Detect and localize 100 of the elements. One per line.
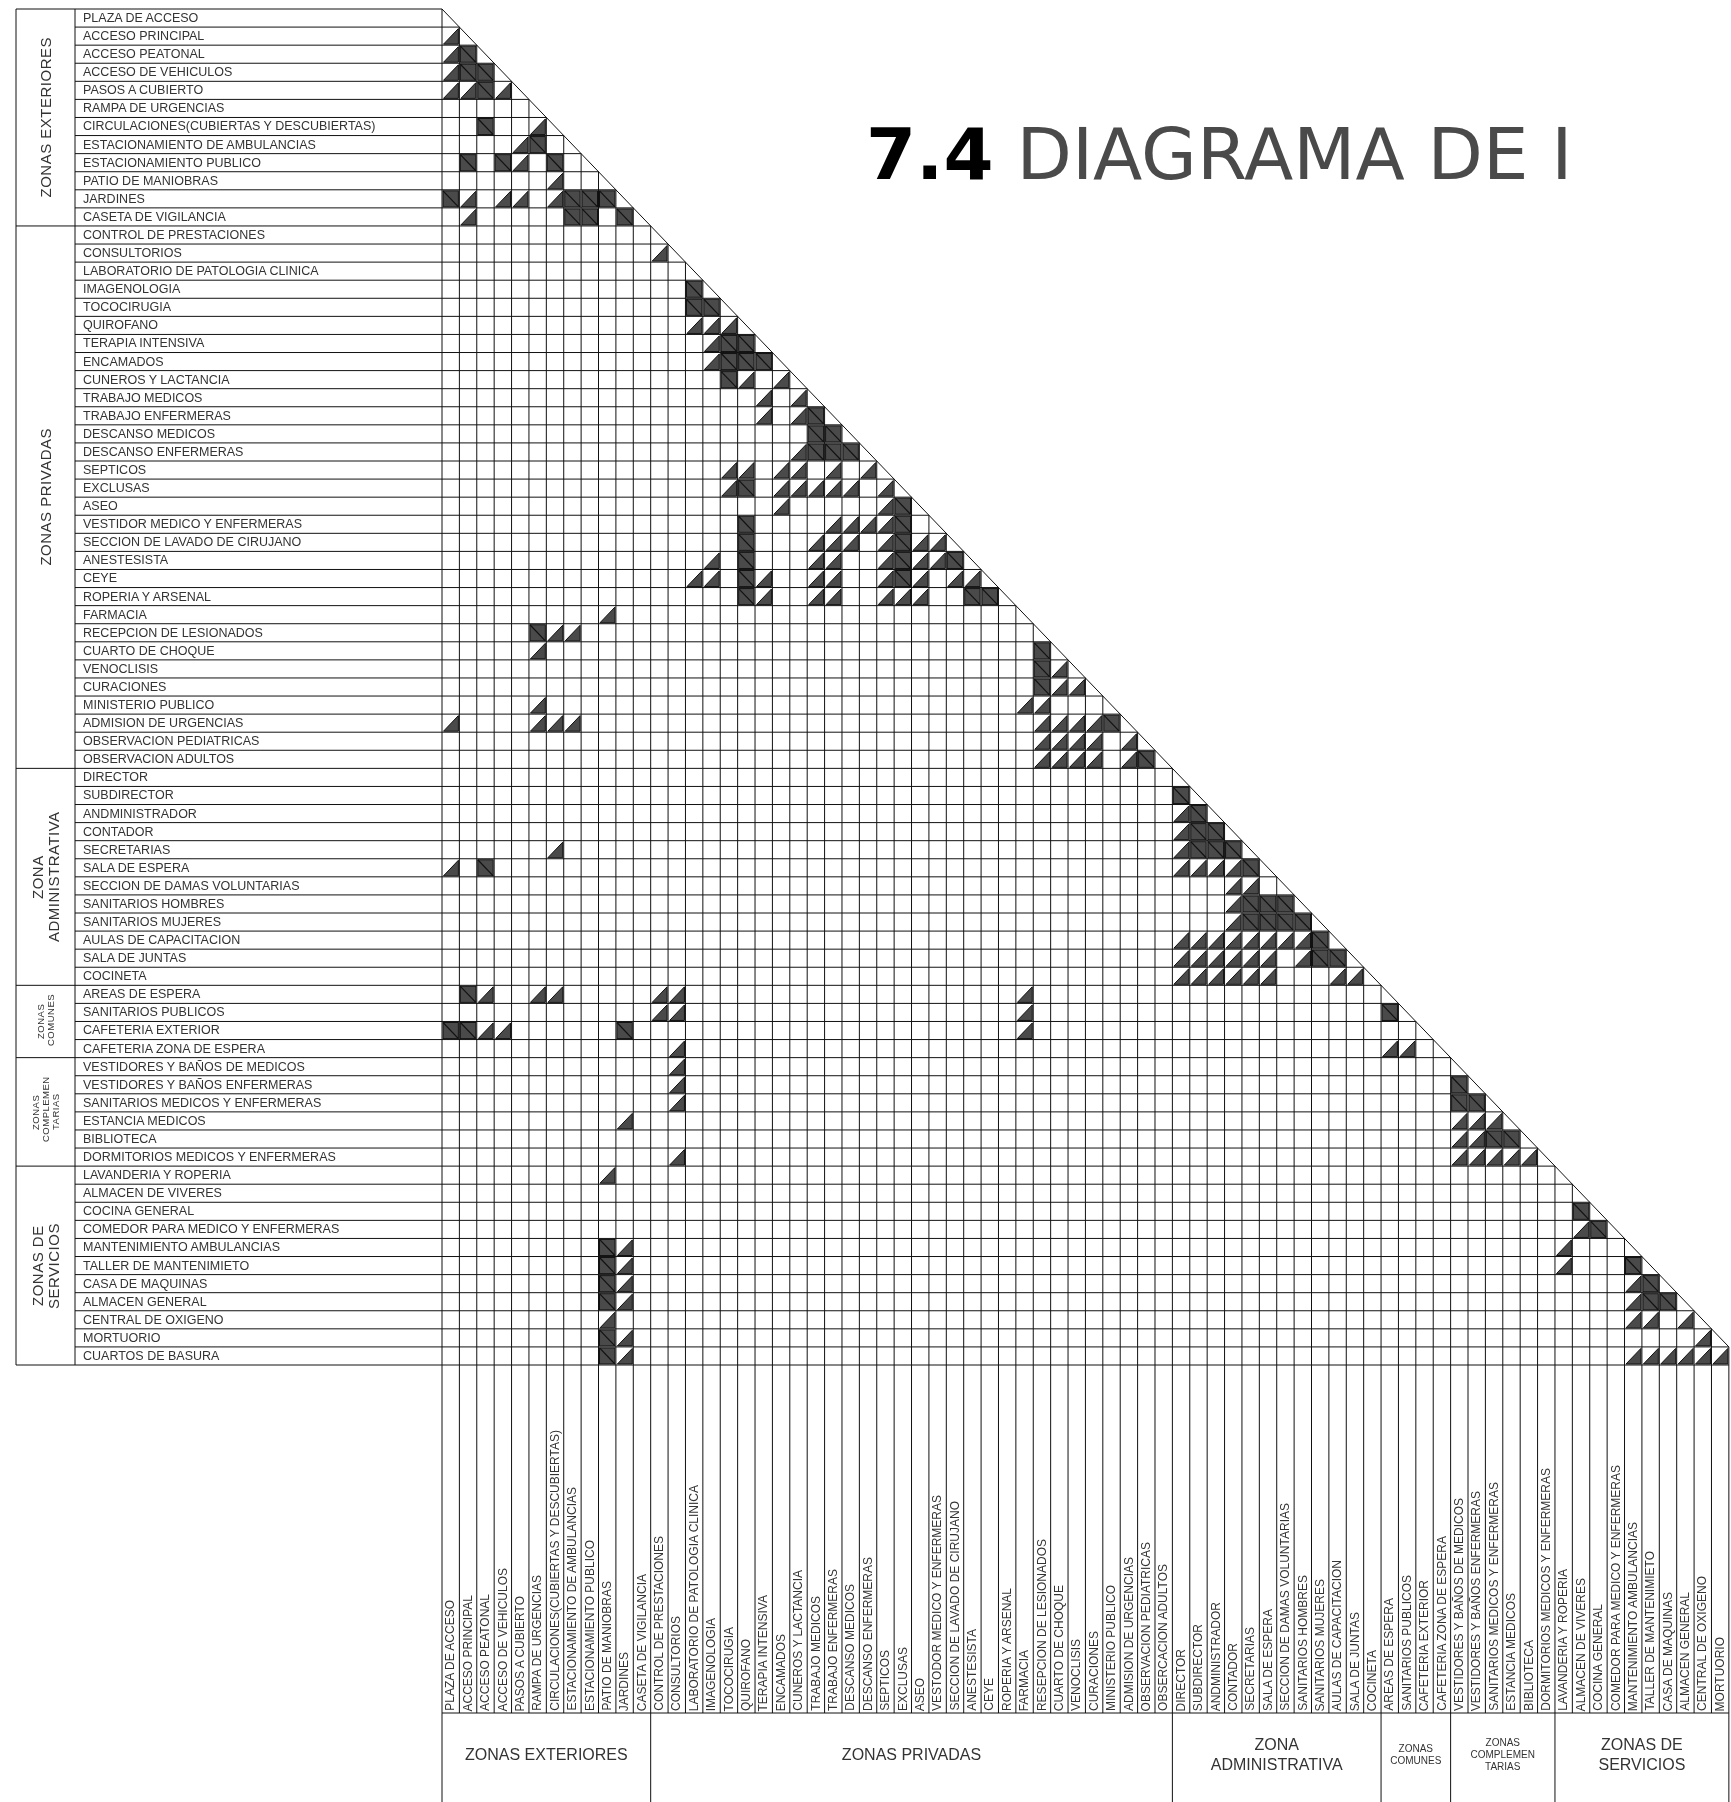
row-label: SANITARIOS HOMBRES [83,895,225,913]
column-label: TALLER DE MANTENIMIETO [1644,1551,1657,1711]
row-label: SANITARIOS MEDICOS Y ENFERMERAS [83,1094,322,1112]
column-label: ADMISION DE URGENCIAS [1122,1556,1136,1711]
column-label: OBSERVACION PEDIATRICAS [1140,1541,1153,1711]
row-label: VESTIDOR MEDICO Y ENFERMERAS [83,516,303,534]
column-label: JARDINES [618,1651,631,1711]
column-label: SECCION DE DAMAS VOLUNTARIAS [1279,1503,1292,1711]
row-label: PATIO DE MANIOBRAS [83,172,218,190]
column-label: CURACIONES [1087,1631,1101,1711]
group-label: ZONAS DE SERVICIOS [1597,1735,1687,1774]
column-label: DORMITORIOS MEDICOS Y ENFERMERAS [1539,1468,1553,1711]
row-label: EXCLUSAS [83,480,150,498]
row-label: SECCION DE DAMAS VOLUNTARIAS [83,877,300,895]
column-label: AULAS DE CAPACITACION [1331,1560,1344,1711]
column-label: TERAPIA INTENSIVA [757,1594,770,1711]
row-label: RAMPA DE URGENCIAS [83,100,225,118]
column-label: CEYE [983,1678,997,1711]
column-label: CONTADOR [1226,1643,1240,1711]
column-label: ESTACIONAMIENTO PUBLICO [583,1540,597,1711]
column-label: RESEPCION DE LESIONADOS [1035,1538,1049,1711]
column-label: SALA DE ESPERA [1261,1608,1275,1711]
column-label: COCINA GENERAL [1592,1604,1605,1711]
row-label: ESTACIONAMIENTO PUBLICO [83,154,262,172]
group-label: ZONA ADMINISTRATIVA [1209,1735,1344,1774]
column-label: QUIROFANO [740,1639,753,1711]
row-label: CURACIONES [83,678,167,696]
row-label: SALA DE ESPERA [83,859,190,877]
row-label: CASETA DE VIGILANCIA [83,208,226,226]
group-label: ZONAS COMUNES [1389,1742,1443,1767]
column-label: COCINETA [1366,1649,1379,1711]
column-label: VESTIDORES Y BAÑOS ENFERMERAS [1470,1490,1483,1711]
row-label: PLAZA DE ACCESO [83,10,199,27]
column-label: ESTANCIA MEDICOS [1505,1593,1518,1711]
row-label: SANITARIOS MUJERES [83,914,221,931]
group-label: ZONAS EXTERIORES [37,37,54,198]
row-label: TERAPIA INTENSIVA [83,335,205,353]
row-label: FARMACIA [83,606,147,624]
column-label: TRABAJO MEDICOS [809,1596,823,1711]
column-label: PATIO DE MANIOBRAS [600,1581,614,1711]
column-label: FARMACIA [1018,1649,1031,1711]
row-label: SECRETARIAS [83,841,171,859]
row-label: TALLER DE MANTENIMIETO [83,1257,250,1275]
row-label: COMEDOR PARA MEDICO Y ENFERMERAS [83,1221,340,1239]
row-label: LAVANDERIA Y ROPERIA [83,1167,231,1185]
row-label: ALMACEN DE VIVERES [83,1185,222,1203]
row-label: OBSERVACION PEDIATRICAS [83,733,260,751]
row-label: AULAS DE CAPACITACION [83,932,241,950]
row-label: MANTENIMIENTO AMBULANCIAS [83,1239,281,1257]
group-label: ZONAS COMUNES [35,996,56,1047]
column-label: CAFETERIA ZONA DE ESPERA [1435,1536,1449,1711]
row-label: ESTANCIA MEDICOS [83,1112,206,1130]
column-label: CAFETERIA EXTERIOR [1418,1579,1431,1711]
row-label: OBSERVACION ADULTOS [83,751,235,769]
column-label: VESTODOR MEDICO Y ENFERMERAS [931,1494,944,1711]
row-label: JARDINES [83,190,145,208]
group-label: ZONAS COMPLEMEN TARIAS [1469,1736,1536,1773]
row-label: SUBDIRECTOR [83,787,174,805]
row-label: ROPERIA Y ARSENAL [83,588,212,606]
column-label: CUARTO DE CHOQUE [1053,1584,1066,1711]
column-label: SEPTICOS [879,1650,892,1711]
row-label: ACCESO PRINCIPAL [83,28,205,46]
column-label: SECCION DE LAVADO DE CIRUJANO [948,1501,962,1711]
column-label: ACCESO PRINCIPAL [461,1594,475,1711]
group-label: ZONAS PRIVADAS [37,428,54,566]
row-label: ANDMINISTRADOR [83,805,197,823]
column-label: COMEDOR PARA MEDICO Y ENFERMERAS [1609,1464,1623,1711]
column-label: SANITARIOS HOMBRES [1296,1575,1310,1711]
column-label: OBSERCACION ADULTOS [1157,1564,1170,1711]
column-label: DIRECTOR [1174,1648,1188,1711]
column-label: TRABAJO ENFERMERAS [826,1568,840,1711]
column-label: CENTRAL DE OXIGENO [1696,1576,1710,1711]
column-label: PASOS A CUBIERTO [513,1595,527,1711]
column-label: RAMPA DE URGENCIAS [531,1575,544,1711]
row-label: CASA DE MAQUINAS [83,1275,208,1293]
row-label: SANITARIOS PUBLICOS [83,1004,225,1022]
column-label: ASEO [913,1677,927,1711]
row-label: TRABAJO MEDICOS [83,389,203,407]
row-label: CIRCULACIONES(CUBIERTAS Y DESCUBIERTAS) [83,118,376,136]
row-label: COCINETA [83,968,147,986]
row-label: IMAGENOLOGIA [83,281,181,299]
row-label: TRABAJO ENFERMERAS [83,407,231,425]
row-label: CUARTOS DE BASURA [83,1347,220,1365]
column-label: LABORATORIO DE PATOLOGIA CLINICA [687,1484,701,1711]
column-label: SANITARIOS MEDICOS Y ENFERMERAS [1487,1482,1501,1711]
row-label: ACCESO PEATONAL [83,46,205,64]
column-label: VESTIDORES Y BAÑOS DE MEDICOS [1453,1498,1466,1711]
row-label: CEYE [83,570,118,588]
row-label: ENCAMADOS [83,353,164,371]
row-label: MINISTERIO PUBLICO [83,697,215,715]
column-label: VENOCLISIS [1070,1638,1083,1711]
column-label: ENCAMADOS [774,1633,788,1711]
row-label: SECCION DE LAVADO DE CIRUJANO [83,534,302,552]
row-label: LABORATORIO DE PATOLOGIA CLINICA [83,263,319,281]
column-label: SANITARIOS PUBLICOS [1400,1575,1414,1711]
row-label: CONSULTORIOS [83,245,182,263]
column-label: LAVANDERIA Y ROPERIA [1557,1569,1570,1711]
column-label: ESTACIONAMIENTO DE AMBULANCIAS [566,1487,579,1711]
row-label: PASOS A CUBIERTO [83,82,204,100]
column-label: SANITARIOS MUJERES [1313,1578,1327,1711]
